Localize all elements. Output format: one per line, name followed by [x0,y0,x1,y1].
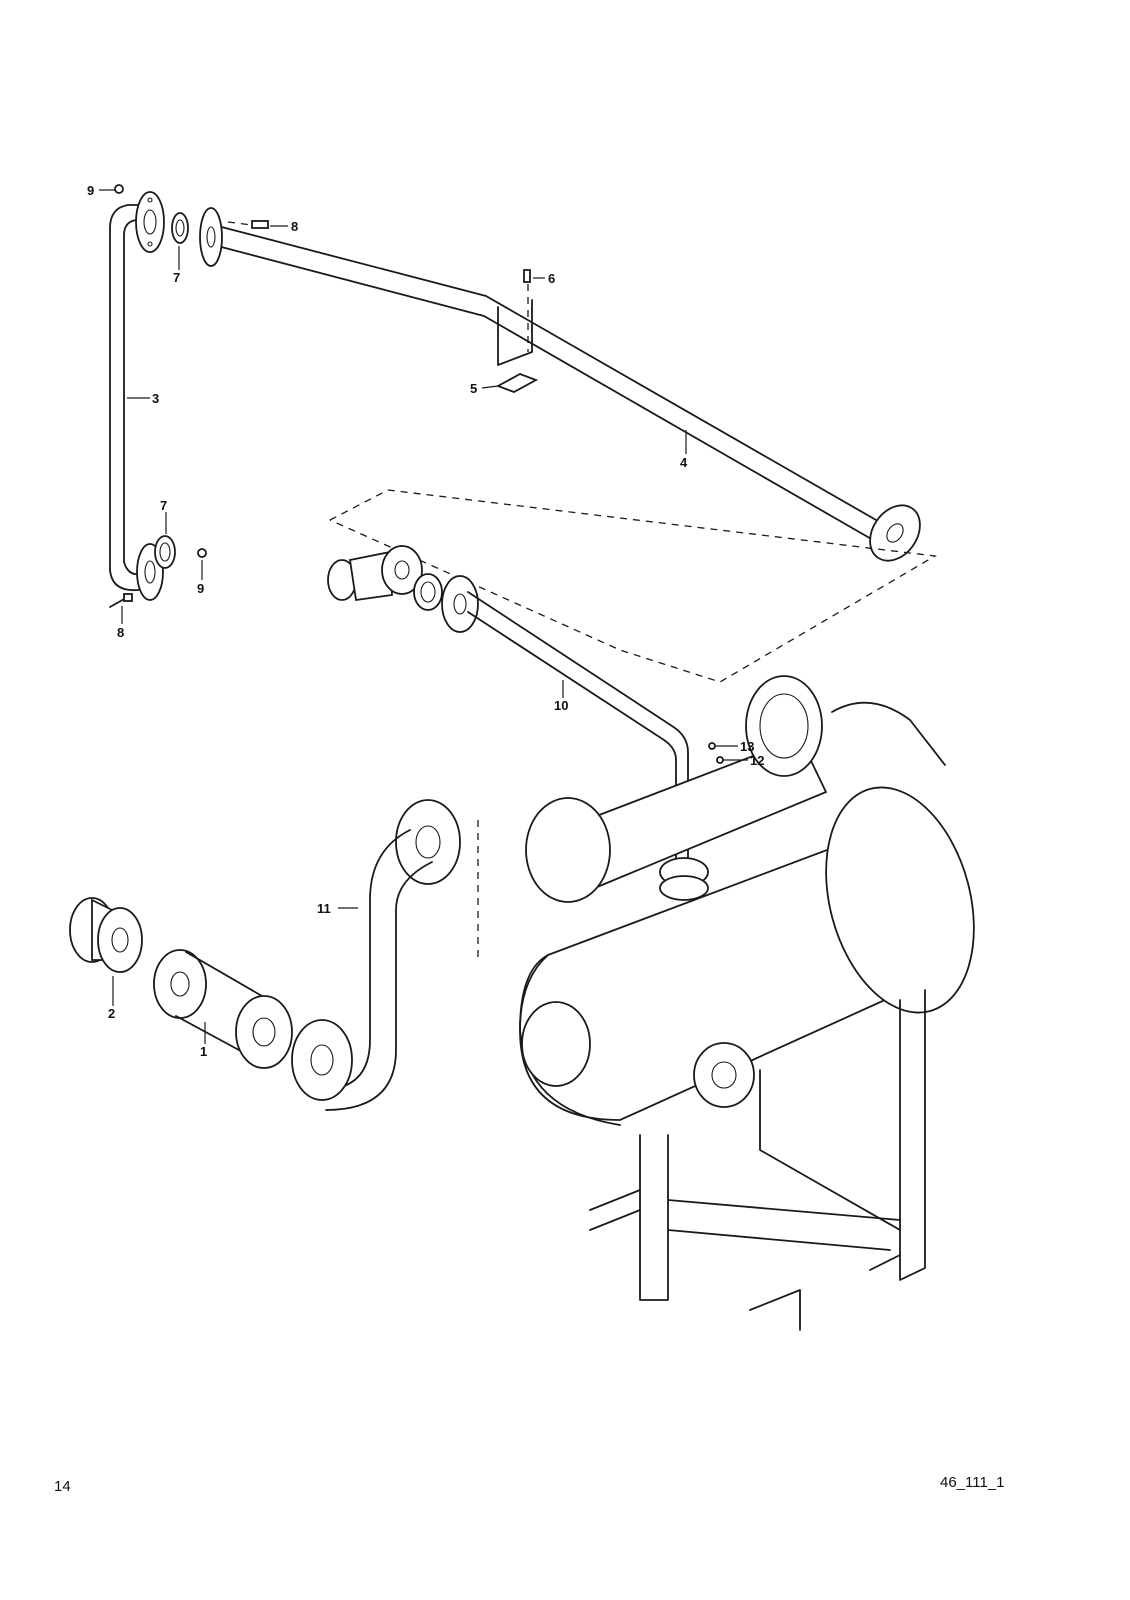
bracket-5 [495,299,539,393]
callout-labels: 9 8 7 6 5 3 4 7 9 8 10 13 12 11 2 1 [87,183,764,1059]
vessel-side-pipe [831,701,946,766]
nut-9-bottom [197,548,207,558]
valve-group [327,545,443,611]
gasket-7-bottom [154,535,176,569]
callout-7-bottom: 7 [160,498,167,513]
callout-5: 5 [470,381,477,396]
screw-13 [708,742,716,750]
pipe-4 [199,207,921,562]
pressure-vessel [519,786,975,1126]
pipe-1 [153,949,293,1069]
gasket-7-top [171,212,189,244]
callout-6: 6 [548,271,555,286]
pipe-11 [291,799,461,1111]
callout-3: 3 [152,391,159,406]
callout-4: 4 [680,455,688,470]
callout-9-bottom: 9 [197,581,204,596]
callout-1: 1 [200,1044,207,1059]
expansion-joint-2 [69,897,143,973]
callout-8-bottom: 8 [117,625,124,640]
callout-12: 12 [750,753,764,768]
support-frame [589,989,926,1331]
callout-2: 2 [108,1006,115,1021]
bolt-8-top [227,220,269,229]
nut-9-top [114,184,124,194]
callout-13: 13 [740,739,754,754]
upper-drum [525,675,828,903]
callout-leaders [99,189,748,1044]
callout-10: 10 [554,698,568,713]
callout-8-top: 8 [291,219,298,234]
callout-7-top: 7 [173,270,180,285]
callout-9-top: 9 [87,183,94,198]
page-number: 14 [54,1478,71,1495]
drawing-id: 46_111_1 [940,1474,1005,1491]
valve-group-boundary [329,489,937,683]
pipe-10 [441,575,709,901]
callout-11: 11 [317,901,331,916]
bolt-6 [523,269,531,352]
bolt-8-bottom [109,593,133,608]
flange-pipe-3-top [135,191,165,253]
pipe-3 [109,204,151,592]
